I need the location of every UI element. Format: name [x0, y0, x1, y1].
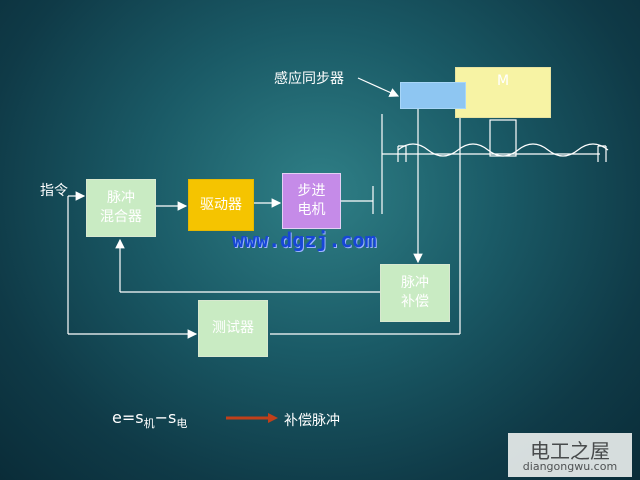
- inductosyn-pointer: [357, 77, 400, 97]
- nut: [489, 119, 517, 157]
- formula-minus: −s: [154, 408, 177, 427]
- logo-url: diangongwu.com: [522, 460, 618, 473]
- tester-block: 测试器: [198, 300, 268, 357]
- command-label: 指令: [40, 183, 68, 199]
- inductosyn-label: 感应同步器: [274, 71, 344, 87]
- machine-block: M: [455, 67, 551, 118]
- pulse-mixer-block: 脉冲 混合器: [86, 179, 156, 237]
- formula-prefix: e=s: [112, 408, 144, 427]
- pulse-compensation-block: 脉冲 补偿: [380, 264, 450, 322]
- formula-sub-machine: 机: [143, 417, 155, 431]
- driver-block: 驱动器: [188, 179, 254, 231]
- compensation-pulse-label: 补偿脉冲: [284, 413, 340, 429]
- formula-sub-electric: 电: [176, 417, 188, 431]
- stepper-motor-block: 步进 电机: [282, 173, 341, 229]
- watermark-url: www.dgzj.com: [232, 228, 377, 252]
- formula: e=s机−s电: [112, 408, 187, 431]
- logo-title: 电工之屋: [530, 439, 610, 463]
- inductosyn-sensor: [400, 82, 466, 109]
- site-logo: 电工之屋 diangongwu.com: [508, 433, 632, 477]
